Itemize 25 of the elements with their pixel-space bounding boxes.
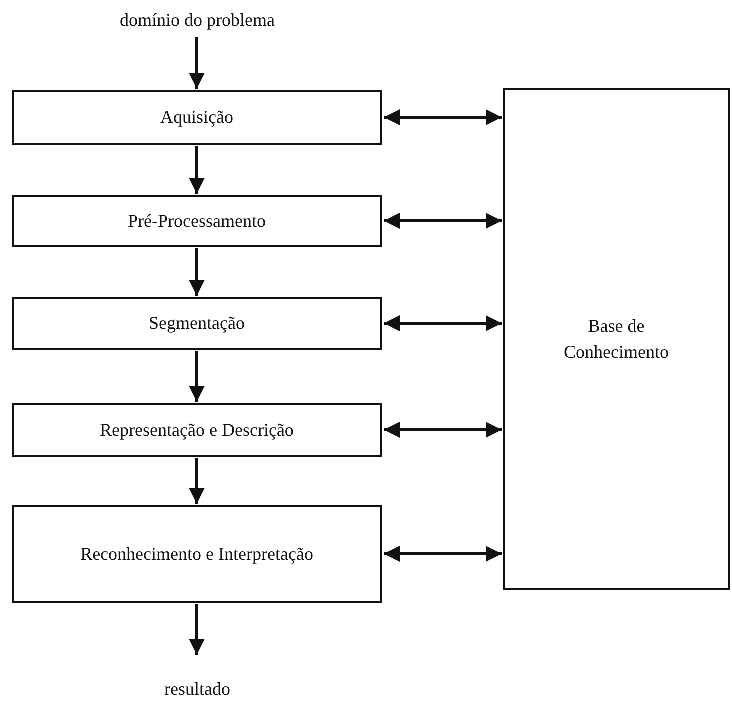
arrow [189, 37, 205, 89]
box-label: Base de Conhecimento [564, 314, 669, 364]
box-label: Aquisição [160, 106, 234, 130]
arrow [189, 146, 205, 194]
process-box [12, 297, 382, 350]
box-label: Representação e Descrição [100, 418, 294, 442]
process-box [12, 90, 382, 145]
box-label: Reconhecimento e Interpretação [80, 542, 314, 566]
flow-label: resultado [164, 678, 230, 701]
arrow [189, 351, 205, 402]
box-label: Segmentação [149, 312, 245, 336]
process-box [12, 195, 382, 247]
arrow [384, 316, 502, 332]
process-box [12, 505, 382, 603]
arrow [384, 422, 502, 438]
arrow [384, 546, 502, 562]
arrow [189, 604, 205, 655]
box-label: Pré-Processamento [128, 210, 266, 233]
arrow [189, 458, 205, 504]
flow-label: domínio do problema [120, 8, 275, 32]
process-box [503, 88, 730, 590]
arrow [384, 213, 502, 229]
process-box [12, 403, 382, 457]
arrow [384, 110, 502, 126]
arrow [189, 248, 205, 296]
